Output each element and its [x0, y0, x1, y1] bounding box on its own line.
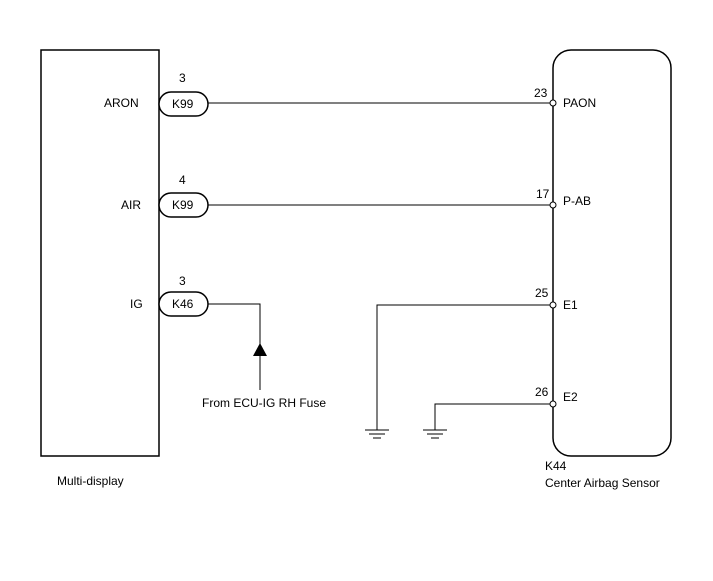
airbag-sensor-label: Center Airbag Sensor — [545, 476, 660, 490]
airbag-sensor-connector-label: K44 — [545, 459, 567, 473]
connector-label-aron: K99 — [172, 97, 194, 111]
sensor-pin-pab: 17 — [536, 187, 550, 201]
wire-e1-ground — [376, 304, 553, 430]
power-source-label: From ECU-IG RH Fuse — [202, 396, 326, 410]
connector-label-air: K99 — [172, 198, 194, 212]
sensor-pin-paon: 23 — [534, 86, 548, 100]
wire-ig-power — [208, 303, 261, 390]
terminal-label-ig: IG — [130, 297, 143, 311]
pin-e2 — [549, 400, 557, 408]
sensor-terminal-e1: E1 — [563, 298, 578, 312]
sensor-terminal-paon: PAON — [563, 96, 596, 110]
multi-display-label: Multi-display — [57, 474, 124, 488]
sensor-pin-e2: 26 — [535, 385, 549, 399]
sensor-terminal-pab: P-AB — [563, 194, 591, 208]
sensor-terminal-e2: E2 — [563, 390, 578, 404]
airbag-sensor-box — [552, 49, 672, 457]
connector-k99-aron — [158, 91, 209, 117]
multi-display-box — [40, 49, 160, 457]
terminal-label-air: AIR — [121, 198, 141, 212]
connector-pin-aron: 3 — [179, 71, 186, 85]
connector-k99-air — [158, 192, 209, 218]
ground-e1-icon — [365, 429, 389, 439]
sensor-pin-e1: 25 — [535, 286, 549, 300]
power-source-arrow-icon — [253, 343, 267, 356]
ground-e2-icon — [423, 429, 447, 439]
pin-e1 — [549, 301, 557, 309]
connector-pin-air: 4 — [179, 173, 186, 187]
pin-pab — [549, 201, 557, 209]
pin-paon — [549, 99, 557, 107]
terminal-label-aron: ARON — [104, 96, 139, 110]
connector-label-ig: K46 — [172, 297, 194, 311]
connector-pin-ig: 3 — [179, 274, 186, 288]
wire-e2-ground — [434, 403, 553, 430]
